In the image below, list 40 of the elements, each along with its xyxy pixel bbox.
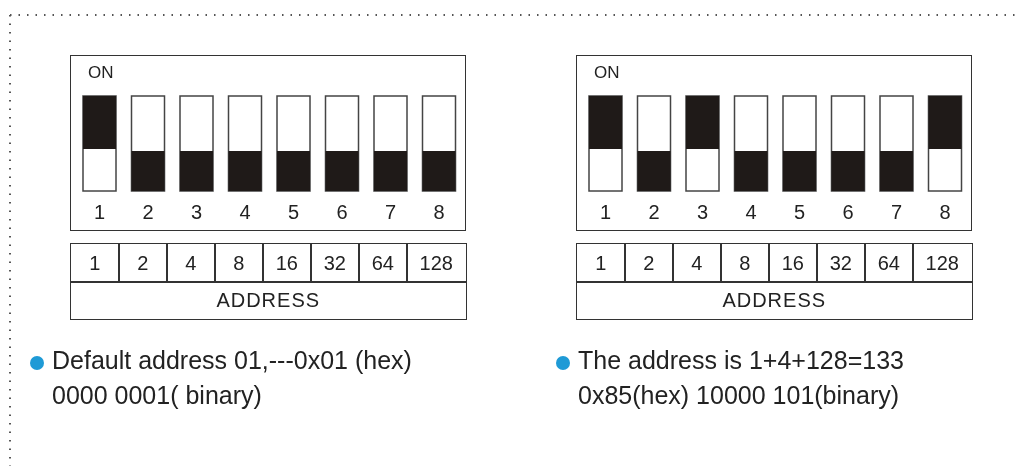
switch-number: 3 — [189, 201, 204, 224]
switch-number: 2 — [141, 201, 155, 224]
value-cell: 4 — [672, 243, 722, 283]
switch-number: 2 — [647, 201, 661, 224]
switch-number: 4 — [744, 201, 758, 224]
switch-number: 6 — [335, 201, 349, 224]
switch-number: 4 — [238, 201, 252, 224]
switch-number: 8 — [432, 201, 446, 224]
value-cell: 128 — [406, 243, 467, 283]
value-cell: 1 — [70, 243, 120, 283]
switch-number: 8 — [938, 201, 952, 224]
switch-number: 7 — [889, 201, 904, 224]
value-cell: 2 — [118, 243, 168, 283]
switch-number: 5 — [286, 201, 301, 224]
value-cell: 8 — [720, 243, 770, 283]
value-cell: 16 — [768, 243, 818, 283]
value-cell: 128 — [912, 243, 973, 283]
switch-number: 5 — [792, 201, 807, 224]
switch-number: 3 — [695, 201, 710, 224]
on-label: ON — [594, 63, 620, 83]
on-label: ON — [88, 63, 114, 83]
switch-number: 1 — [598, 201, 613, 224]
value-cell: 32 — [816, 243, 866, 283]
note-text: 0x85(hex) 10000 101(binary) — [578, 381, 900, 410]
switch-number: 7 — [383, 201, 398, 224]
address-label-cell: ADDRESS — [70, 281, 467, 320]
value-cell: 64 — [864, 243, 914, 283]
note-text: The address is 1+4+128=133 — [578, 346, 904, 375]
switch-number: 1 — [92, 201, 107, 224]
switch-number: 6 — [841, 201, 855, 224]
value-cell: 2 — [624, 243, 674, 283]
address-label-cell: ADDRESS — [576, 281, 973, 320]
value-cell: 32 — [310, 243, 360, 283]
value-cell: 1 — [576, 243, 626, 283]
note-text: Default address 01,---0x01 (hex) — [52, 346, 412, 375]
value-cell: 8 — [214, 243, 264, 283]
note-text: 0000 0001( binary) — [52, 381, 262, 410]
value-cell: 4 — [166, 243, 216, 283]
value-cell: 64 — [358, 243, 408, 283]
value-cell: 16 — [262, 243, 312, 283]
